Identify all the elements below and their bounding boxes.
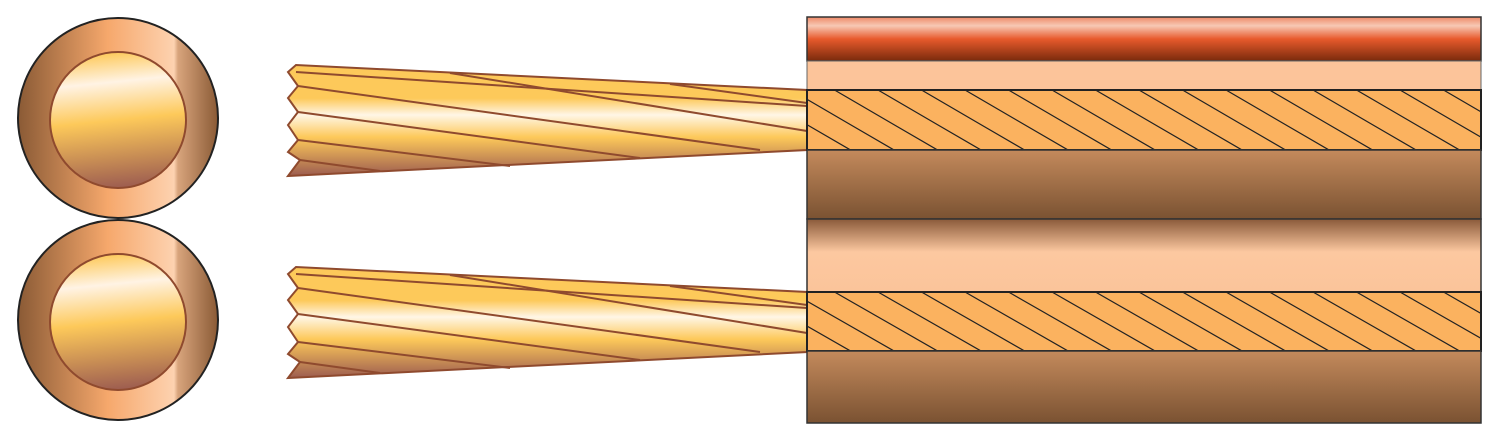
insulation-top-lower xyxy=(806,149,1482,220)
copper-strands-bottom xyxy=(287,266,808,379)
copper-core xyxy=(49,253,187,391)
insulation-bottom-lower xyxy=(806,350,1482,424)
cable-side-view xyxy=(806,16,1482,424)
conductor-bottom xyxy=(806,291,1482,352)
conductor-top xyxy=(806,89,1482,151)
conductor-cross-section-bottom xyxy=(17,219,219,421)
copper-strands-top xyxy=(287,64,808,177)
conductor-cross-section-top xyxy=(17,17,219,219)
copper-core xyxy=(49,51,187,189)
polarity-stripe xyxy=(806,16,1482,62)
insulation-bottom-upper xyxy=(806,218,1482,293)
insulation-top-upper xyxy=(806,60,1482,91)
